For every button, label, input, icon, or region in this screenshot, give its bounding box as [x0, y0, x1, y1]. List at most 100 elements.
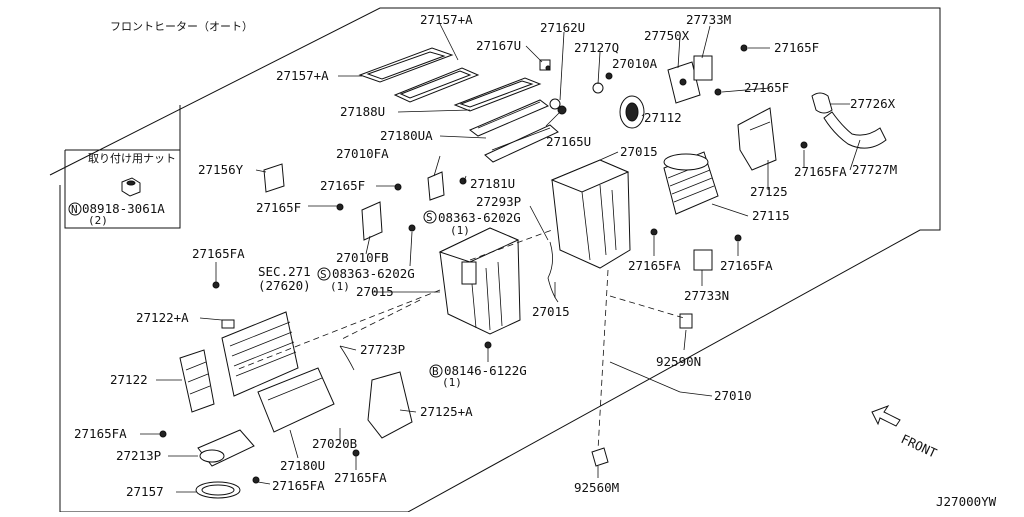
bracket-27010fb — [361, 201, 383, 241]
label-27162u: 27162U — [540, 20, 585, 35]
label-27020b: 27020B — [312, 436, 357, 451]
label-27165f-a: 27165F — [774, 40, 819, 55]
label-sec271: SEC.271 — [258, 264, 311, 279]
label-27733n: 27733N — [684, 288, 729, 303]
sensor-92590n — [679, 313, 693, 329]
hose-27726x — [811, 92, 833, 114]
label-qty-c: (1) — [442, 376, 462, 389]
nut-box-outline — [64, 149, 181, 229]
label-27010fb: 27010FB — [336, 250, 389, 265]
label-92560m: 92560M — [574, 480, 619, 495]
label-27015-right: 27015 — [532, 304, 570, 319]
clip-27162u — [549, 98, 567, 115]
symbol-s-b: S — [320, 268, 327, 281]
label-27733m: 27733M — [686, 12, 731, 27]
label-27293p: 27293P — [476, 194, 521, 209]
label-27165f-c: 27165F — [320, 178, 365, 193]
label-27181u: 27181U — [470, 176, 515, 191]
label-27726x: 27726X — [850, 96, 896, 111]
harness-27293p — [547, 241, 559, 303]
label-27180u: 27180U — [280, 458, 325, 473]
label-27157a: 27157+A — [420, 12, 473, 27]
label-27127q: 27127Q — [574, 40, 619, 55]
duct-27125 — [737, 107, 777, 171]
duct-27125a — [367, 371, 413, 439]
screw-27010a — [605, 72, 613, 80]
actuator-27733n — [693, 249, 713, 271]
label-27157a-left: 27157+A — [276, 68, 329, 83]
nut-part-number: 08918-3061A — [82, 201, 165, 216]
evaporator-27122a — [221, 311, 299, 397]
label-27165fa-d: 27165FA — [192, 246, 245, 261]
label-27125: 27125 — [750, 184, 788, 199]
unit-case-27015-lower — [438, 227, 521, 335]
label-qty-a: (1) — [450, 224, 470, 237]
label-27165fa-g: 27165FA — [272, 478, 325, 493]
front-label: FRONT — [899, 431, 940, 461]
label-27727m: 27727M — [852, 162, 897, 177]
filter-27157a-left — [358, 47, 454, 83]
symbol-b-circle — [429, 364, 443, 378]
leader-lines — [140, 23, 861, 493]
label-27015-upper: 27015 — [620, 144, 658, 159]
clip-27127q — [592, 82, 604, 94]
label-27010: 27010 — [714, 388, 752, 403]
bracket-27010fa — [427, 171, 445, 201]
label-27180ua: 27180UA — [380, 128, 433, 143]
nut-icon — [121, 177, 141, 197]
label-27165fa-c: 27165FA — [720, 258, 773, 273]
hose-27727m — [823, 111, 887, 149]
pipe-27122 — [179, 349, 215, 413]
label-27165fa-f: 27165FA — [334, 470, 387, 485]
label-27010a: 27010A — [612, 56, 658, 71]
clip-92560m — [591, 447, 609, 467]
filter-27180u — [257, 367, 335, 433]
door-27188u — [469, 99, 549, 137]
label-27156y: 27156Y — [198, 162, 244, 177]
symbol-s-a: S — [426, 211, 433, 224]
label-92590n: 92590N — [656, 354, 701, 369]
label-08146: 08146-6122G — [444, 363, 527, 378]
heater-core-27115 — [663, 151, 719, 215]
label-27122: 27122 — [110, 372, 148, 387]
label-27165f-d: 27165F — [256, 200, 301, 215]
clip-27167u — [539, 59, 551, 71]
label-08363-b: 08363-6202G — [332, 266, 415, 281]
symbol-s-circle-b — [317, 267, 331, 281]
label-27188u: 27188U — [340, 104, 385, 119]
bracket-27750x — [667, 61, 701, 104]
nut-box-title: 取り付け用ナット — [88, 152, 176, 165]
label-27010fa: 27010FA — [336, 146, 389, 161]
label-27125a: 27125+A — [420, 404, 473, 419]
label-27112: 27112 — [644, 110, 682, 125]
nut-qty: (2) — [88, 214, 108, 227]
clip-27156y — [263, 163, 285, 193]
wire-27723p — [339, 345, 355, 371]
label-qty-b: (1) — [330, 280, 350, 293]
drain-27213p — [197, 429, 255, 467]
diagram-code: J27000YW — [936, 494, 997, 509]
label-27015-mid: 27015 — [356, 284, 394, 299]
diagram-title: フロントヒーター（オート） — [110, 20, 253, 33]
label-27165u: 27165U — [546, 134, 591, 149]
label-27115: 27115 — [752, 208, 790, 223]
label-27165fa-a: 27165FA — [794, 164, 847, 179]
filter-27157a-right — [453, 77, 542, 112]
gasket-27157 — [195, 481, 241, 499]
actuator-27733m — [693, 44, 748, 96]
nut-symbol: N — [71, 203, 78, 216]
front-arrow-icon — [871, 404, 901, 427]
label-27165f-b: 27165F — [744, 80, 789, 95]
symbol-b: B — [432, 365, 439, 378]
assembly-lines — [235, 229, 685, 451]
label-27213p: 27213P — [116, 448, 161, 463]
door-27180ua — [484, 124, 559, 163]
label-sec271-ref: (27620) — [258, 278, 311, 293]
label-27167u: 27167U — [476, 38, 521, 53]
label-27750x: 27750X — [644, 28, 690, 43]
unit-case-27015-upper — [550, 159, 631, 269]
label-27723p: 27723P — [360, 342, 405, 357]
label-27157: 27157 — [126, 484, 164, 499]
